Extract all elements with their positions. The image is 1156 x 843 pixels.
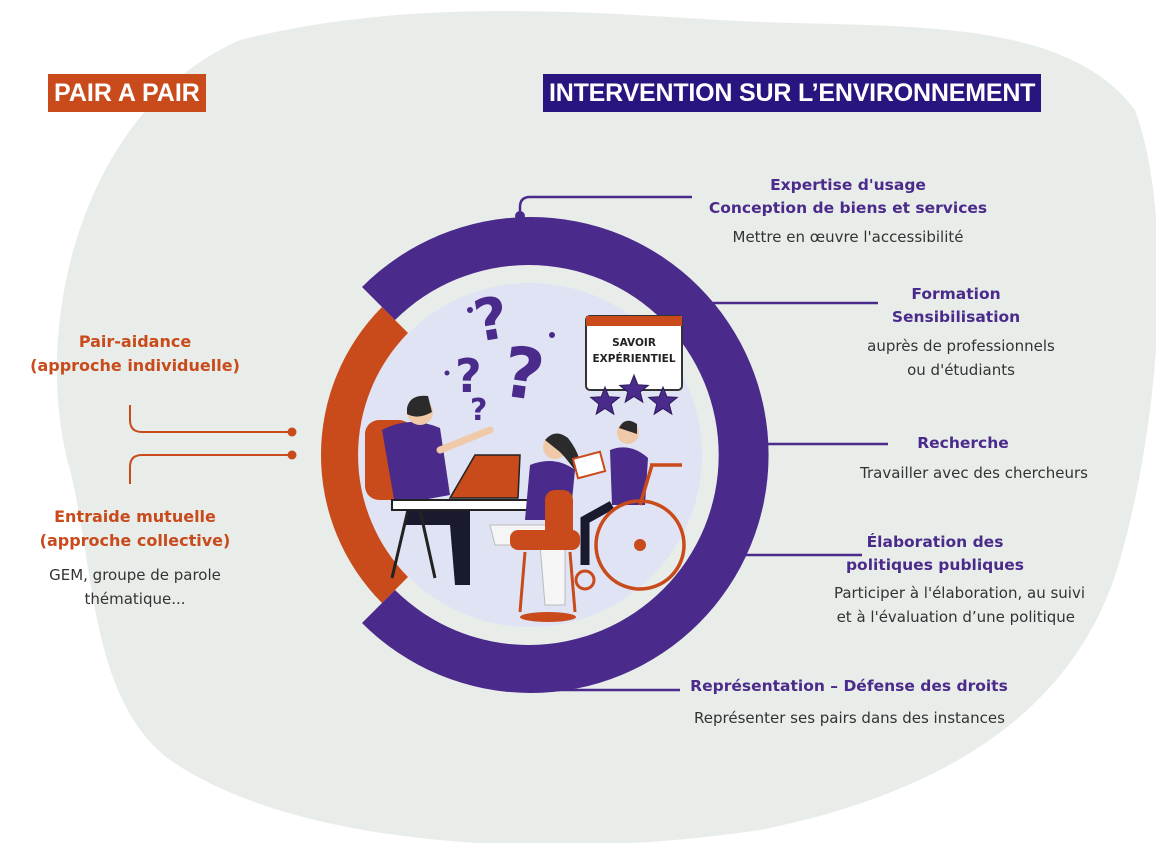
entraide-title-line-1: Entraide mutuelle	[54, 507, 216, 526]
entraide-desc-line-1: GEM, groupe de parole	[49, 566, 221, 584]
politiques-title-line-2: politiques publiques	[845, 556, 1025, 574]
formation-title-line-2: Sensibilisation	[891, 308, 1021, 326]
person-man-illustration	[365, 395, 494, 585]
representation-description: Représenter ses pairs dans des instances	[694, 709, 1005, 727]
item-expertise-usage: Expertise d'usage Conception de biens et…	[688, 174, 1008, 249]
left-connectors	[129, 405, 290, 484]
recherche-description: Travailler avec des chercheurs	[860, 464, 1088, 482]
purple-arc	[362, 217, 769, 694]
intervention-environnement-tag: INTERVENTION SUR L’ENVIRONNEMENT	[543, 74, 1042, 112]
item-politiques-publiques: Élaboration des politiques publiques Par…	[775, 531, 1095, 629]
sign-line-2: EXPÉRIENTIEL	[592, 352, 675, 365]
svg-text:?: ?	[455, 349, 482, 403]
politiques-desc-line-1: Participer à l'élaboration, au suivi	[833, 584, 1085, 602]
expertise-title-line-2: Conception de biens et services	[708, 199, 988, 217]
person-woman-illustration	[489, 433, 581, 622]
star-icon	[589, 385, 621, 416]
item-formation: Formation Sensibilisation auprès de prof…	[846, 283, 1086, 382]
item-pair-aidance: Pair-aidance (approche individuelle)	[10, 330, 260, 378]
rating-stars	[589, 373, 679, 416]
entraide-desc-line-2: thématique...	[84, 590, 186, 608]
orange-arc	[320, 307, 408, 603]
svg-text:?: ?	[470, 393, 487, 428]
item-representation: Représentation – Défense des droits Repr…	[686, 675, 1066, 730]
item-recherche: Recherche Travailler avec des chercheurs	[812, 432, 1102, 485]
recherche-title: Recherche	[917, 434, 1009, 452]
person-wheelchair-illustration	[571, 420, 686, 591]
savoir-experientiel-sign: SAVOIR EXPÉRIENTIEL	[585, 315, 683, 391]
item-entraide-mutuelle: Entraide mutuelle (approche collective) …	[20, 505, 250, 611]
pair-a-pair-tag: PAIR A PAIR	[48, 74, 206, 112]
formation-desc-line-2: ou d'étudiants	[907, 361, 1015, 379]
star-icon	[647, 385, 679, 416]
right-connectors	[518, 195, 888, 692]
pair-aidance-title-line-1: Pair-aidance	[78, 332, 192, 351]
politiques-desc-line-2: et à l'évaluation d’une politique	[836, 608, 1075, 626]
representation-title: Représentation – Défense des droits	[690, 677, 1008, 695]
pair-aidance-title-line-2: (approche individuelle)	[30, 356, 240, 375]
expertise-description: Mettre en œuvre l'accessibilité	[732, 228, 964, 246]
sign-line-1: SAVOIR	[612, 337, 656, 349]
formation-title-line-1: Formation	[911, 285, 1001, 303]
star-icon	[618, 373, 650, 404]
expertise-title-line-1: Expertise d'usage	[770, 176, 926, 194]
formation-desc-line-1: auprès de professionnels	[867, 337, 1055, 355]
entraide-title-line-2: (approche collective)	[39, 531, 231, 550]
politiques-title-line-1: Élaboration des	[866, 533, 1004, 551]
